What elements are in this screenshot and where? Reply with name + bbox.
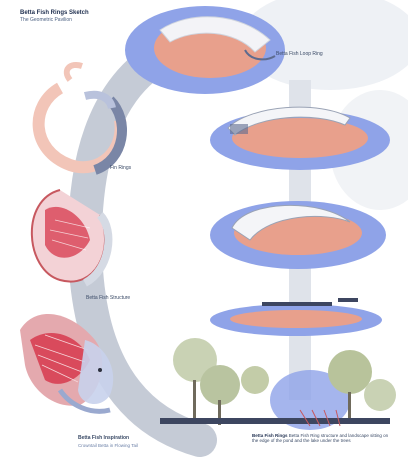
top-ring-caption: Betta Fish Loop Ring — [276, 52, 323, 58]
fin-rings-caption: Fin Rings — [110, 166, 131, 172]
landscape-caption: Betta Fish Rings Betta Fish Ring structu… — [252, 433, 392, 443]
ring-stage-4 — [210, 298, 382, 336]
poster-subtitle: The Geometric Pavilion — [20, 18, 130, 24]
landscape-section — [160, 338, 396, 430]
inspiration-caption: Betta Fish Inspiration — [78, 436, 129, 442]
poster-title: Betta Fish Rings Sketch — [20, 10, 130, 17]
ring-stage-3 — [210, 201, 386, 269]
betta-structure-caption: Betta Fish Structure — [86, 296, 130, 302]
top-ring — [125, 6, 285, 94]
inspiration-subcaption: Crowntail Betta in Flowing Tail — [78, 443, 138, 448]
